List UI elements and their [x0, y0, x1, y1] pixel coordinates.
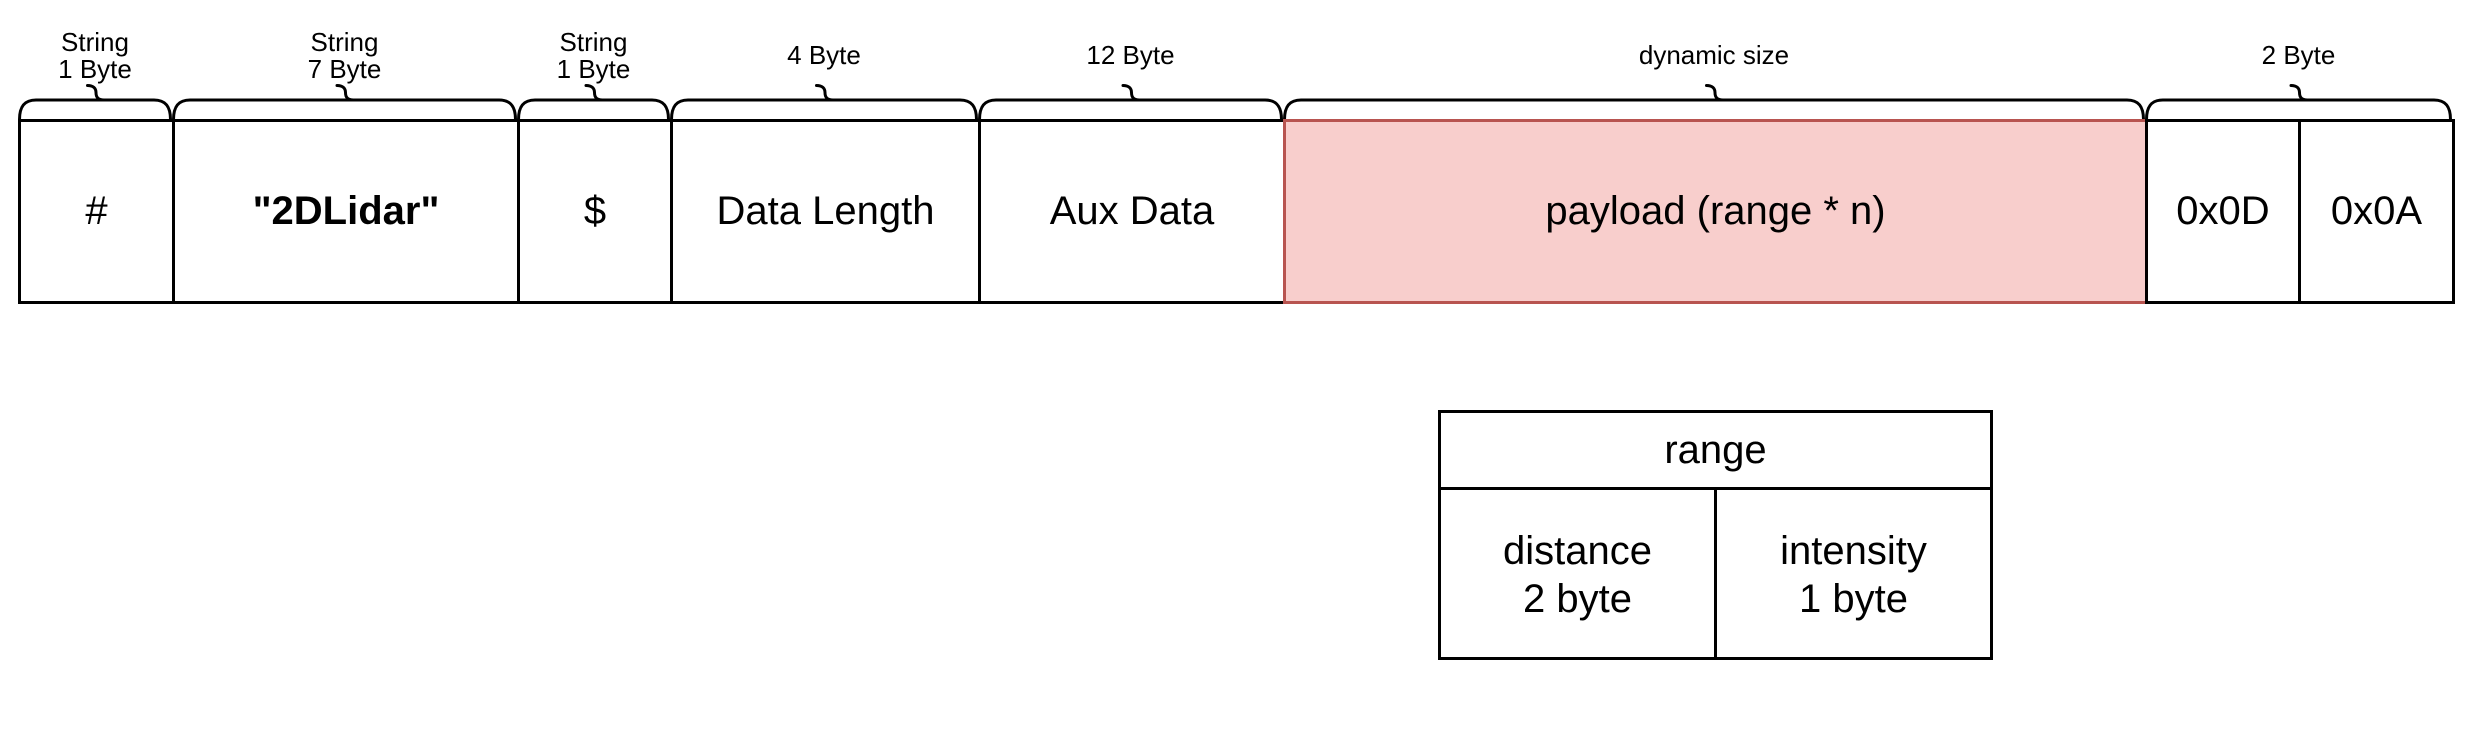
range-table-cell-line: 2 byte: [1523, 577, 1632, 621]
curly-brace-icon: [1283, 84, 2145, 121]
size-label: dynamic size: [1283, 27, 2145, 84]
size-label-line: 1 Byte: [556, 53, 631, 84]
curly-brace-icon: [978, 84, 1283, 121]
size-label-line: String: [61, 26, 129, 57]
curly-brace-icon: [517, 84, 670, 121]
curly-brace-icon: [18, 84, 172, 121]
size-label-line: String: [310, 26, 379, 57]
range-table-header-label: range: [1664, 427, 1767, 472]
size-label-line: 4 Byte: [787, 40, 861, 70]
packet-field-cell: "2DLidar": [172, 119, 520, 304]
range-table-cell-line: distance: [1503, 529, 1652, 573]
size-label-line: 12 Byte: [1086, 40, 1175, 70]
curly-brace-icon: [172, 84, 517, 121]
size-label: 4 Byte: [670, 27, 978, 84]
curly-brace-icon: [670, 84, 978, 121]
packet-field-cell: payload (range * n): [1283, 119, 2148, 304]
size-label: 2 Byte: [2145, 27, 2452, 84]
size-label-line: 7 Byte: [307, 53, 382, 84]
packet-field-cell: #: [18, 119, 175, 304]
size-label-line: dynamic size: [1638, 40, 1790, 70]
packet-field-cell: 0x0D: [2145, 119, 2301, 304]
size-label: 12 Byte: [978, 27, 1283, 84]
packet-field-cell: Aux Data: [978, 119, 1286, 304]
curly-brace-icon: [2145, 84, 2452, 121]
size-label-line: 1 Byte: [58, 53, 132, 84]
packet-field-cell: Data Length: [670, 119, 981, 304]
size-label-line: 2 Byte: [2261, 40, 2336, 70]
packet-field-cell: $: [517, 119, 673, 304]
range-table-cell-line: intensity: [1780, 529, 1927, 573]
packet-field-cell: 0x0A: [2298, 119, 2455, 304]
size-label-line: String: [559, 26, 628, 57]
range-table-cell-line: 1 byte: [1799, 577, 1908, 621]
range-table-header: range: [1441, 413, 1990, 490]
